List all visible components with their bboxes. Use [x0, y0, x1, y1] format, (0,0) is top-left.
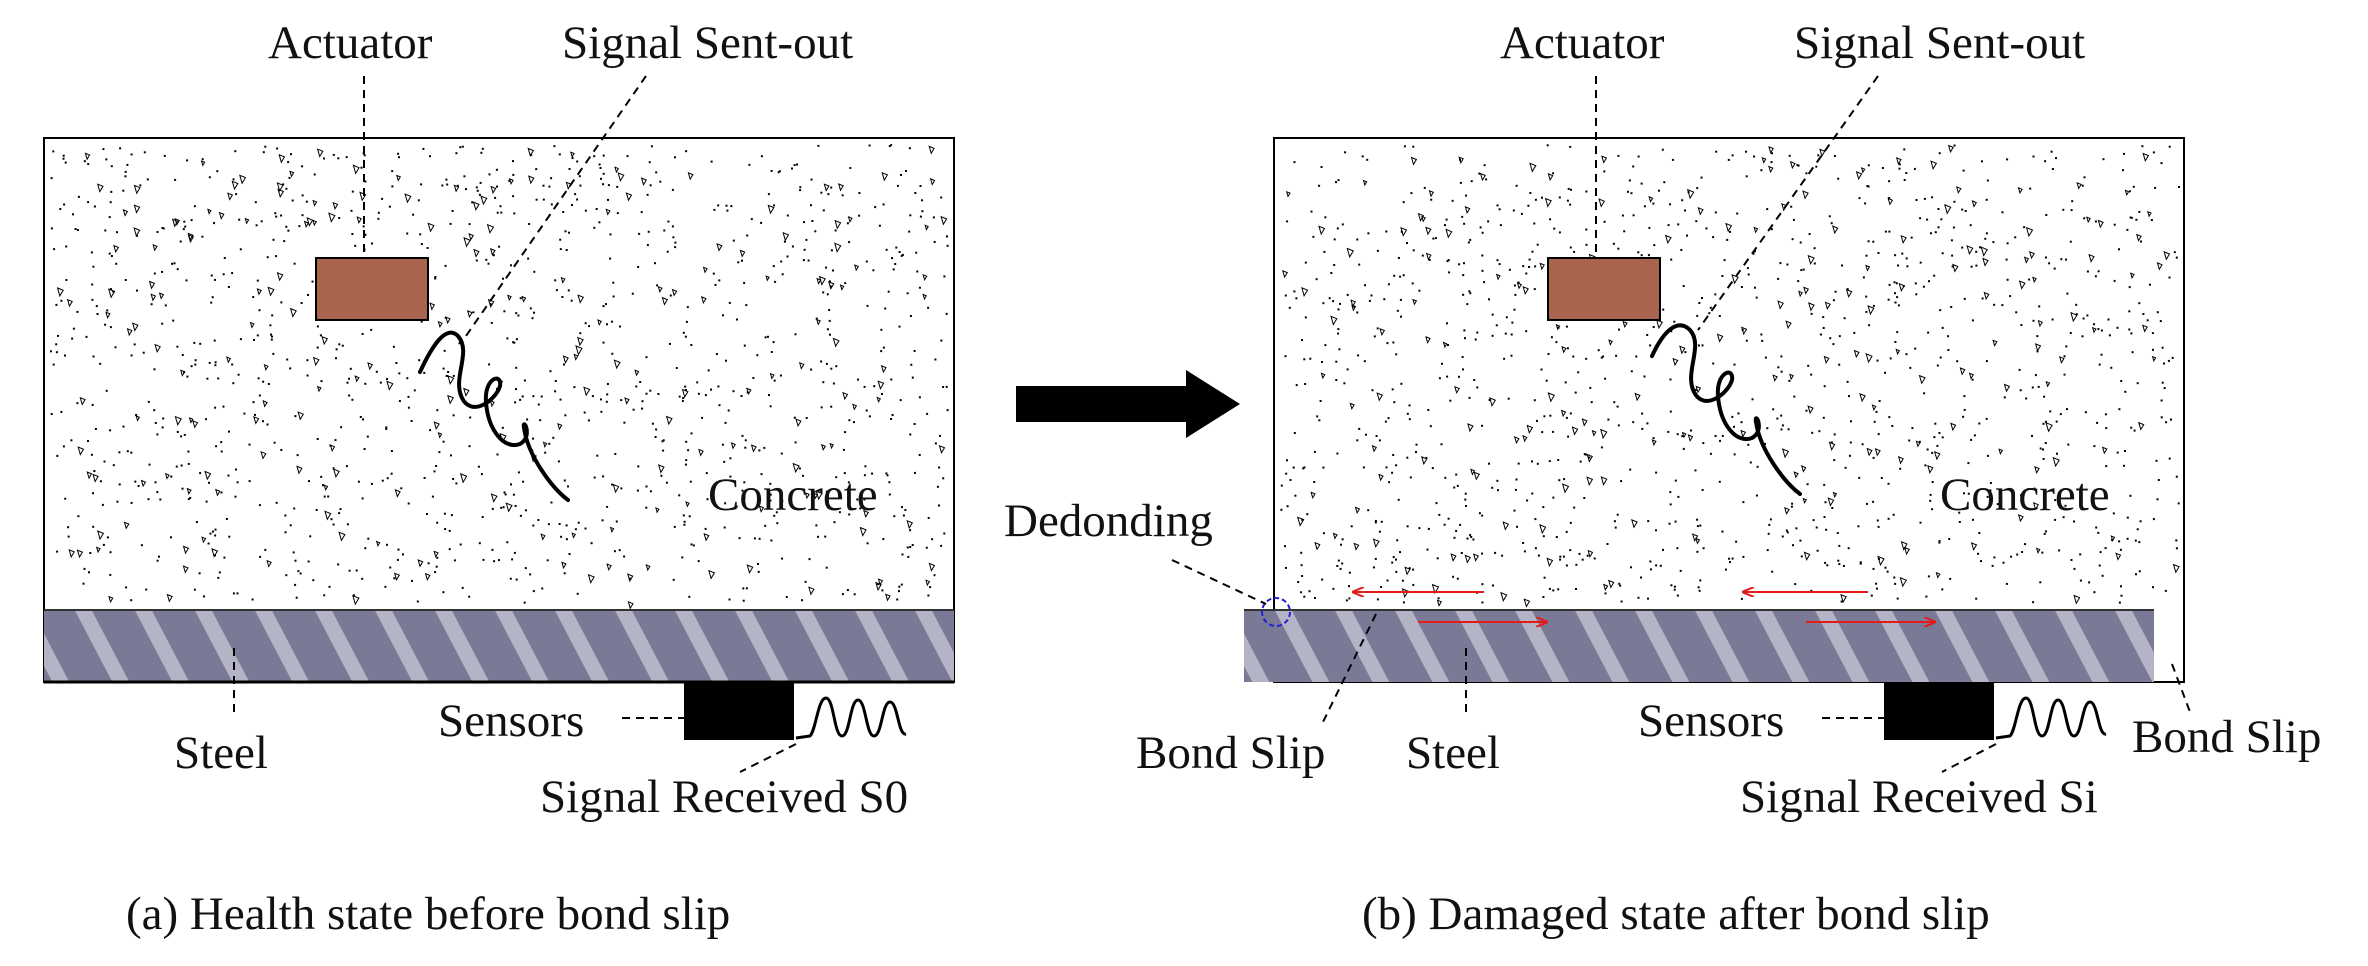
actuator-block-damaged: [1547, 257, 1661, 321]
caption-a: (a) Health state before bond slip: [126, 888, 730, 940]
slip-force-arrows: [1354, 592, 1934, 622]
debonding-label: Dedonding: [1004, 495, 1213, 547]
sensor-block-damaged: [1884, 682, 1994, 740]
sensor-block: [684, 682, 794, 740]
signal-received-label: Signal Received S0: [540, 771, 908, 823]
concrete-label-damaged: Concrete: [1940, 469, 2110, 521]
actuator-label-damaged: Actuator: [1500, 17, 1665, 69]
concrete-label: Concrete: [708, 469, 878, 521]
caption-b: (b) Damaged state after bond slip: [1362, 888, 1990, 940]
concrete-block-damaged: [1273, 137, 2185, 683]
bond-slip-right-label: Bond Slip: [2132, 711, 2321, 763]
sensors-label: Sensors: [438, 695, 584, 747]
signal-sent-out-wave: [418, 330, 570, 502]
panel-healthy-state: Actuator Signal Sent-out Concrete Steel …: [43, 17, 955, 940]
panel-damaged-state: Dedonding Actuator Signal Sent-out Concr…: [1004, 17, 2321, 940]
signal-received-leader: [739, 743, 797, 773]
signal-sent-out-wave-damaged: [1650, 323, 1802, 496]
concrete-aggregate-dots: [50, 144, 949, 610]
steel-label: Steel: [174, 727, 268, 779]
bond-slip-left-label: Bond Slip: [1136, 727, 1325, 779]
actuator-block: [315, 257, 429, 321]
debonding-leader: [1171, 559, 1267, 605]
steel-rebar: [44, 609, 954, 684]
signal-sent-out-label-damaged: Signal Sent-out: [1794, 17, 2085, 69]
signal-sent-out-leader: [465, 75, 647, 337]
signal-received-wave: [795, 696, 907, 740]
right-arrow-icon: [1016, 370, 1240, 438]
signal-sent-out-leader-damaged: [1697, 75, 1879, 331]
steel-label-damaged: Steel: [1406, 727, 1500, 779]
signal-received-leader-damaged: [1941, 743, 1997, 773]
signal-received-label-damaged: Signal Received Si: [1740, 771, 2098, 823]
actuator-label: Actuator: [268, 17, 433, 69]
signal-received-wave-damaged: [1995, 696, 2107, 740]
sensors-label-damaged: Sensors: [1638, 695, 1784, 747]
debonding-marker: [1261, 597, 1291, 627]
signal-sent-out-label: Signal Sent-out: [562, 17, 853, 69]
bond-slip-left-leader: [1321, 613, 1377, 725]
concrete-block: [43, 137, 955, 683]
bond-slip-right-leader: [2171, 663, 2191, 713]
steel-rebar-slipped: [1244, 609, 2184, 683]
